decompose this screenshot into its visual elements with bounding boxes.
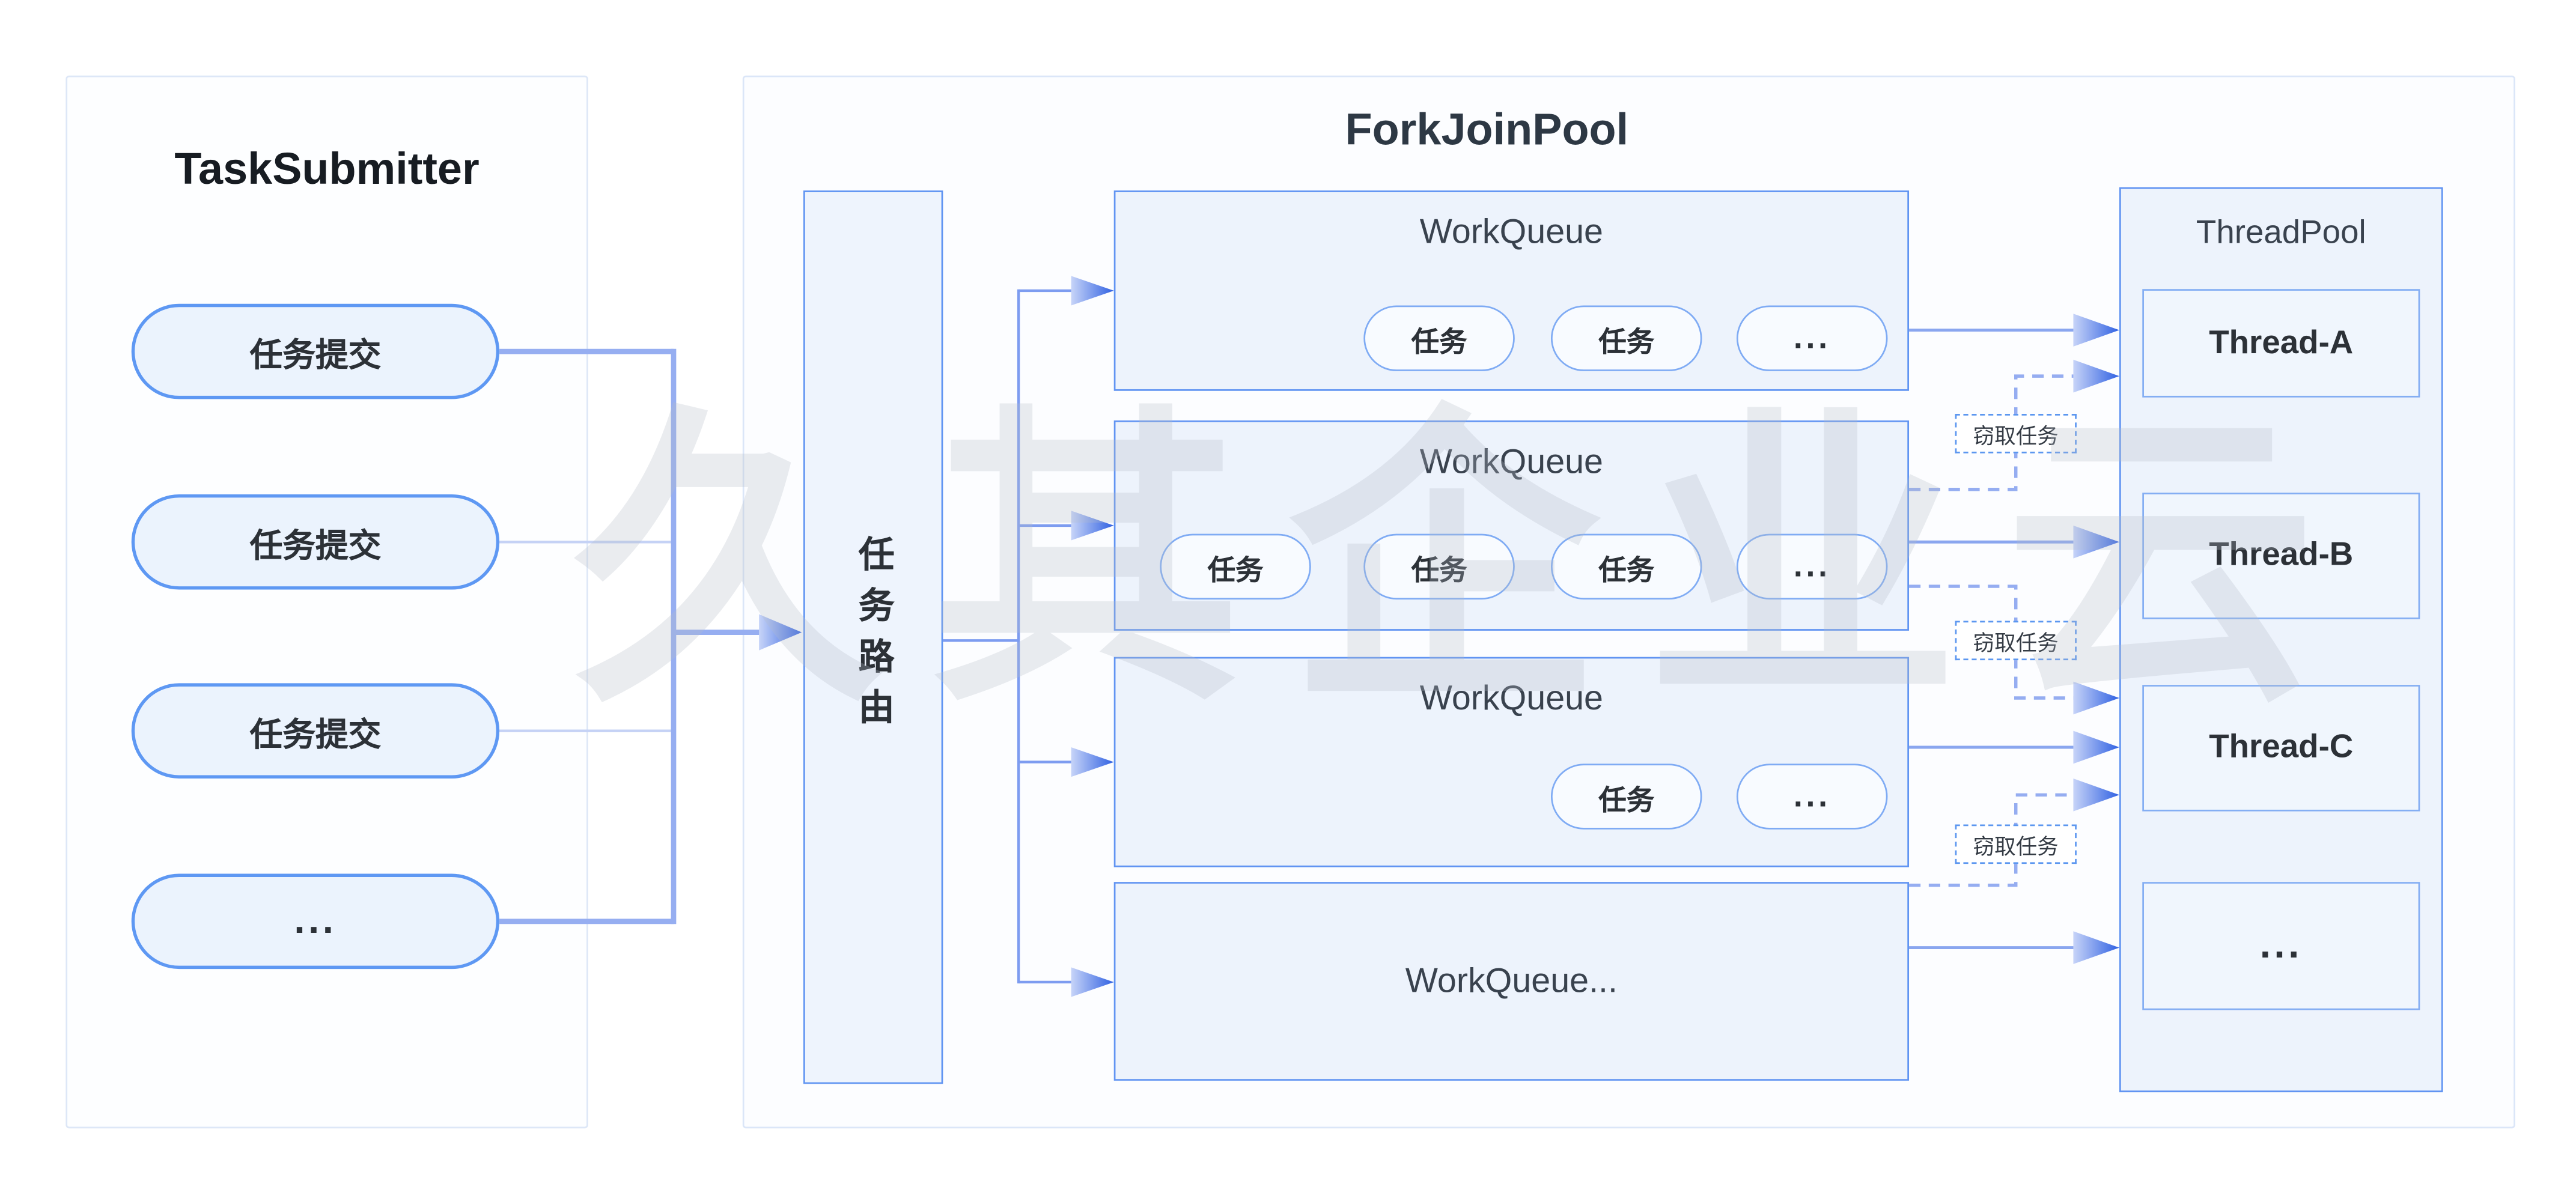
task-pill: 任务	[1363, 305, 1515, 371]
task-pill: 任务	[1550, 533, 1702, 599]
task-router-box: 任务路由	[803, 190, 943, 1084]
steal-task-label: 窃取任务	[1955, 413, 2077, 454]
work-queue-1-title: WorkQueue	[1419, 213, 1604, 252]
work-queue-3-title: WorkQueue	[1419, 679, 1604, 718]
fork-join-pool-title: ForkJoinPool	[1345, 105, 1629, 155]
steal-task-label: 窃取任务	[1955, 621, 2077, 661]
task-pill-more: ...	[1736, 305, 1888, 371]
task-router-label: 任务路由	[853, 535, 895, 739]
task-pill-more: ...	[1736, 533, 1888, 599]
task-pill-more: ...	[1736, 763, 1888, 830]
task-pill: 任务	[1160, 533, 1311, 599]
steal-task-label: 窃取任务	[1955, 824, 2077, 864]
work-queue-4: WorkQueue...	[1113, 882, 1910, 1081]
thread-b-box: Thread-B	[2142, 493, 2420, 619]
task-submit-pill: 任务提交	[131, 303, 500, 399]
task-submit-pill: 任务提交	[131, 683, 500, 779]
thread-a-box: Thread-A	[2142, 289, 2420, 398]
task-submitter-title: TaskSubmitter	[174, 144, 480, 194]
task-pill: 任务	[1550, 763, 1702, 830]
task-pill: 任务	[1363, 533, 1515, 599]
task-submit-pill: 任务提交	[131, 494, 500, 590]
thread-pool-title: ThreadPool	[2196, 215, 2366, 252]
task-submitter-panel	[65, 75, 588, 1129]
work-queue-2-title: WorkQueue	[1419, 443, 1604, 482]
work-queue-3	[1113, 657, 1910, 867]
thread-c-box: Thread-C	[2142, 685, 2420, 812]
thread-more-box: ...	[2142, 882, 2420, 1010]
task-submit-pill-more: ...	[131, 873, 500, 970]
work-queue-4-title: WorkQueue...	[1405, 961, 1618, 1000]
task-pill: 任务	[1550, 305, 1702, 371]
